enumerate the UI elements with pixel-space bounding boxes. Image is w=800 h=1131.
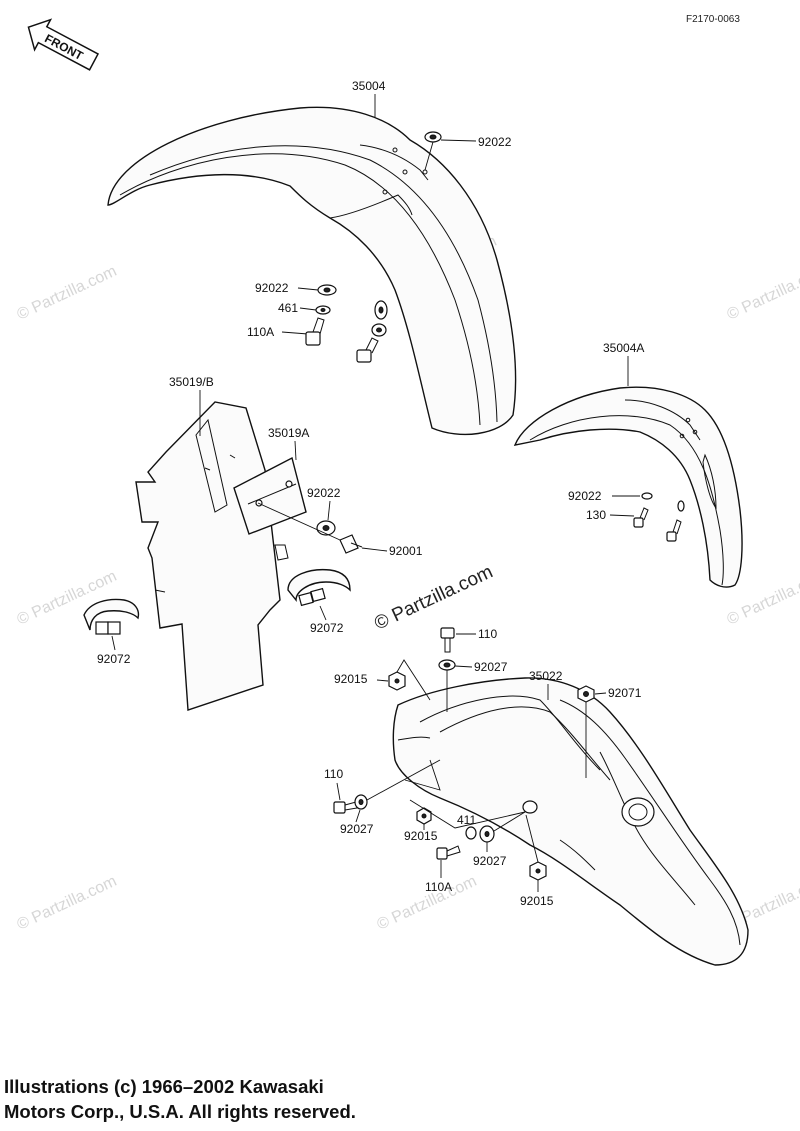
- part-label-92072-right: 92072: [310, 621, 344, 635]
- bolt-icon: [339, 534, 363, 554]
- nut-icon: [529, 861, 547, 881]
- part-label-110-left: 110: [324, 767, 343, 781]
- copyright-line-2: Motors Corp., U.S.A. All rights reserved…: [4, 1101, 356, 1122]
- washer-icon: [317, 284, 337, 296]
- mud-flap-35019b: [135, 401, 289, 711]
- part-label-92015-bottom: 92015: [520, 894, 554, 908]
- washer-icon: [479, 825, 495, 843]
- part-label-92015-top: 92015: [334, 672, 368, 686]
- part-label-35022: 35022: [529, 669, 563, 683]
- watermark: © Partzilla.com: [15, 568, 120, 629]
- part-label-35004: 35004: [352, 79, 386, 93]
- rear-fender-35022: [392, 677, 749, 966]
- front-fender-35004: [107, 106, 517, 436]
- clamp-92072-left: [83, 598, 140, 635]
- part-label-110-top: 110: [478, 627, 497, 641]
- part-label-92015-mid: 92015: [404, 829, 438, 843]
- bracket-35019a: [233, 456, 307, 535]
- watermark: © Partzilla.com: [15, 873, 120, 934]
- bolt-icon: [440, 627, 455, 653]
- part-label-110A-left: 110A: [247, 325, 274, 339]
- part-label-35004a: 35004A: [603, 341, 644, 355]
- part-label-92072-left: 92072: [97, 652, 131, 666]
- nut-icon: [416, 807, 432, 825]
- copyright-line-1: Illustrations (c) 1966–2002 Kawasaki: [4, 1076, 324, 1097]
- washer-icon: [374, 300, 388, 320]
- figure-code: F2170-0063: [686, 14, 740, 25]
- watermark: © Partzilla.com: [725, 263, 800, 324]
- nut-icon: [388, 671, 406, 691]
- part-label-92071: 92071: [608, 686, 642, 700]
- part-label-411: 411: [457, 813, 476, 827]
- lock-washer-icon: [438, 659, 456, 671]
- lock-washer-icon: [315, 305, 331, 315]
- front-fender-35004a: [513, 386, 743, 588]
- part-label-35019b: 35019/B: [169, 375, 214, 389]
- bolt-icon: [666, 519, 682, 542]
- washer-icon: [424, 131, 442, 143]
- washer-icon: [677, 500, 685, 512]
- watermark-main: © Partzilla.com: [371, 561, 496, 634]
- part-label-92027-bottom: 92027: [473, 854, 507, 868]
- part-label-92027-top: 92027: [474, 660, 508, 674]
- bolt-icon: [436, 845, 461, 860]
- front-arrow-icon: FRONT: [27, 18, 100, 71]
- part-label-92022-top: 92022: [478, 135, 512, 149]
- part-label-92022-flap: 92022: [307, 486, 341, 500]
- part-label-92022-left: 92022: [255, 281, 289, 295]
- part-label-35019a: 35019A: [268, 426, 309, 440]
- part-label-92022-right: 92022: [568, 489, 602, 503]
- washer-icon: [316, 520, 336, 536]
- bolt-icon: [305, 317, 325, 346]
- bolt-icon: [333, 801, 358, 814]
- watermark: © Partzilla.com: [15, 263, 120, 324]
- copyright-footer: Illustrations (c) 1966–2002 Kawasaki Mot…: [4, 1074, 356, 1124]
- lock-washer-icon: [371, 323, 387, 337]
- washer-icon: [641, 492, 653, 500]
- bolt-icon: [633, 507, 649, 528]
- part-label-92001: 92001: [389, 544, 423, 558]
- washer-icon: [354, 794, 368, 810]
- clamp-92072-right: [287, 568, 351, 607]
- lock-washer-icon: [465, 826, 477, 840]
- bolt-icon: [356, 337, 379, 363]
- part-label-461: 461: [278, 301, 298, 315]
- part-label-92027-left: 92027: [340, 822, 374, 836]
- part-label-130: 130: [586, 508, 606, 522]
- nut-icon: [577, 685, 595, 703]
- part-label-110A-bottom: 110A: [425, 880, 452, 894]
